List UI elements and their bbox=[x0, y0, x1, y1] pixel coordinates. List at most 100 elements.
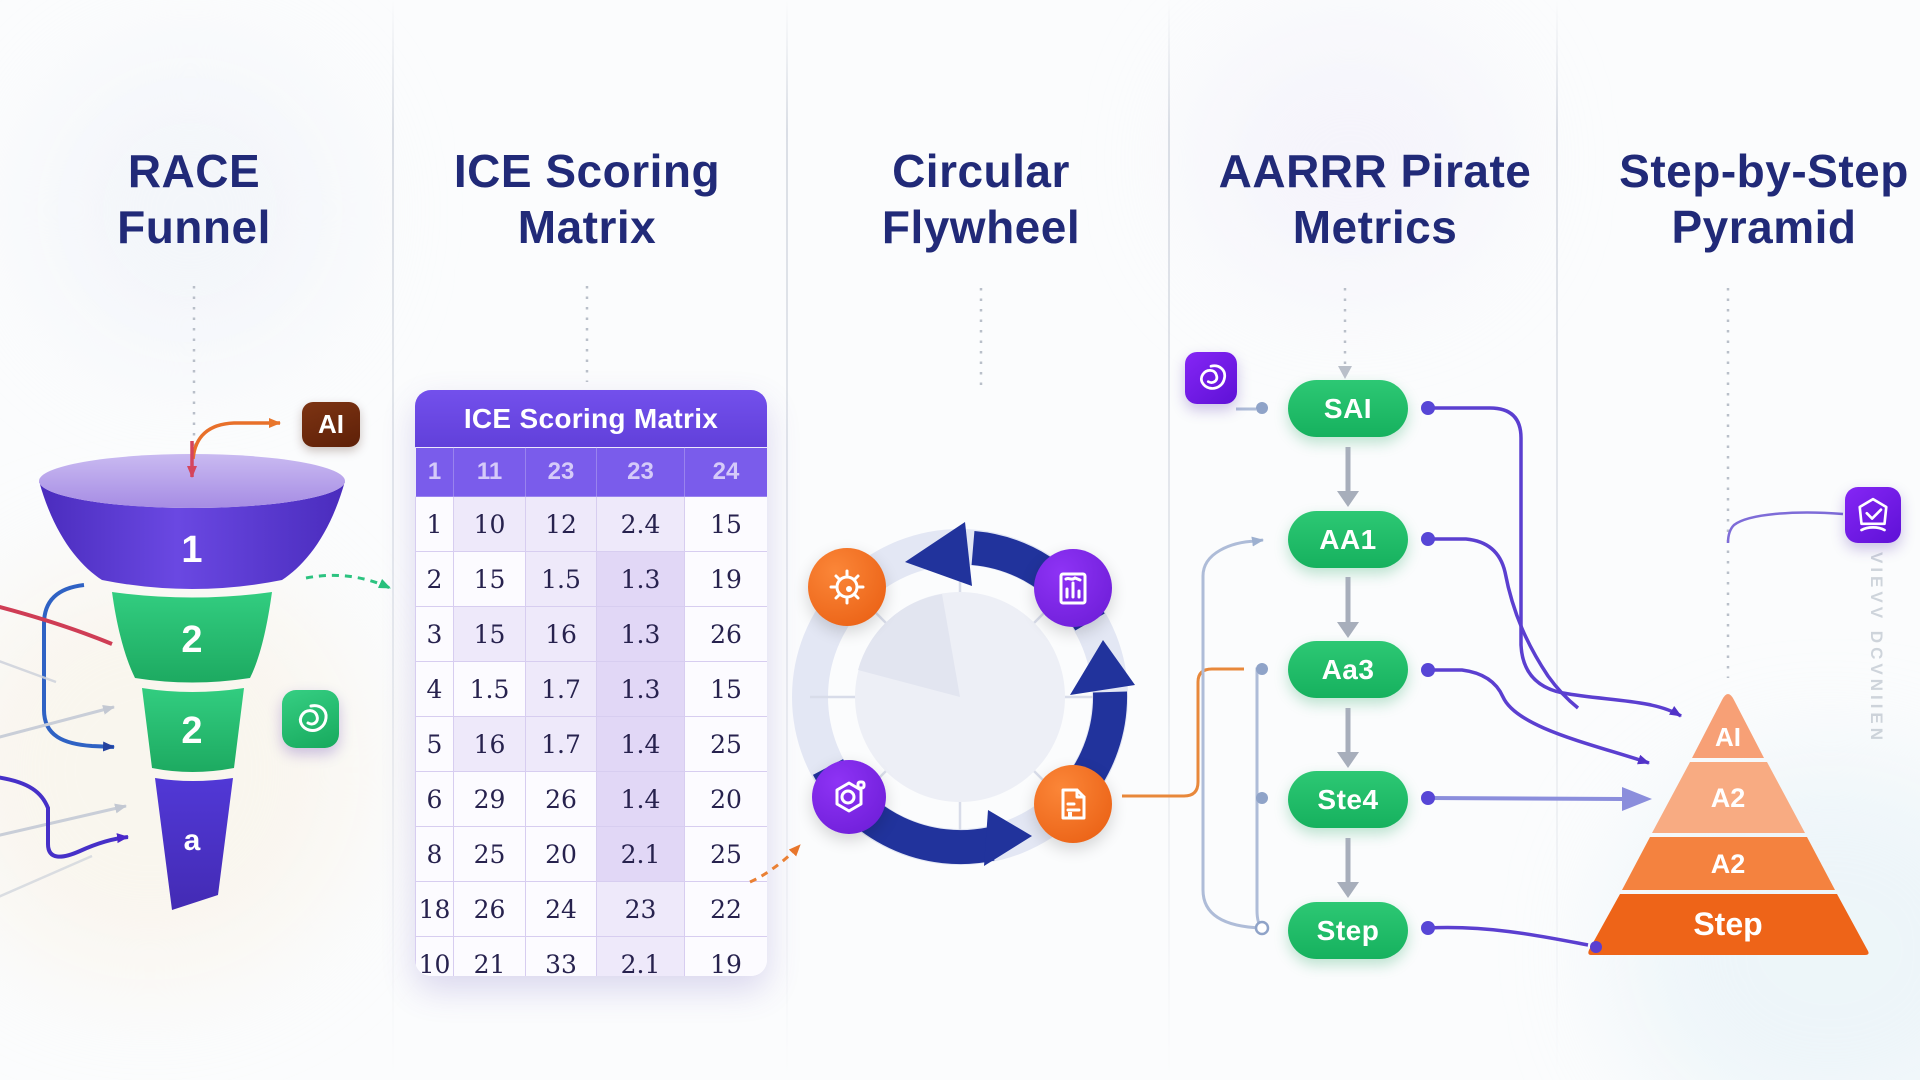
funnel-stage-label: 2 bbox=[181, 619, 202, 661]
ice-header-cell: 1 bbox=[415, 447, 454, 497]
steel-dot bbox=[1256, 792, 1268, 804]
ice-cell: 1 bbox=[415, 496, 454, 552]
aarrr-pill: Aa3 bbox=[1288, 641, 1408, 698]
violet-dot bbox=[1421, 663, 1435, 677]
funnel-stage-label: 2 bbox=[181, 710, 202, 752]
ice-cell: 16 bbox=[453, 716, 526, 772]
ice-header-cell: 23 bbox=[596, 447, 685, 497]
ice-header-cell: 23 bbox=[525, 447, 597, 497]
title-line: Flywheel bbox=[881, 201, 1081, 254]
swirl-icon bbox=[298, 704, 328, 732]
ice-cell: 6 bbox=[415, 771, 454, 827]
ice-cell: 1.3 bbox=[596, 551, 685, 607]
ice-table-title: ICE Scoring Matrix bbox=[415, 390, 767, 447]
ice-cell: 1.4 bbox=[596, 771, 685, 827]
ice-cell: 33 bbox=[525, 936, 597, 976]
ice-cell: 2.1 bbox=[596, 826, 685, 882]
title-line: ICE Scoring bbox=[453, 145, 721, 197]
aarrr-badge bbox=[1185, 352, 1237, 404]
building-chart-icon bbox=[1034, 549, 1112, 627]
hexagon-gear-icon bbox=[812, 760, 886, 834]
ice-cell: 1.4 bbox=[596, 716, 685, 772]
steel-dot bbox=[1256, 663, 1268, 675]
pyramid-tier-label: Step bbox=[1693, 906, 1762, 942]
pyramid-tier-1 bbox=[1692, 694, 1764, 758]
column-divider bbox=[392, 0, 394, 1080]
document-icon bbox=[1034, 765, 1112, 843]
funnel-stage-label: 1 bbox=[181, 529, 202, 571]
bg-blob bbox=[40, 60, 340, 360]
ice-cell: 29 bbox=[453, 771, 526, 827]
title-line: RACE bbox=[127, 145, 261, 197]
violet-dot bbox=[1421, 791, 1435, 805]
ice-cell: 15 bbox=[684, 496, 767, 552]
title-race-funnel: RACE Funnel bbox=[0, 143, 404, 255]
ice-cell: 10 bbox=[453, 496, 526, 552]
pyramid-tier-2 bbox=[1652, 762, 1805, 833]
title-line: Circular bbox=[892, 145, 1070, 197]
ice-cell: 20 bbox=[525, 826, 597, 882]
ice-cell: 23 bbox=[596, 881, 685, 937]
title-line: Matrix bbox=[517, 201, 657, 254]
badge-connector bbox=[1726, 511, 1844, 544]
steel-dot bbox=[1256, 402, 1268, 414]
ice-cell: 15 bbox=[684, 661, 767, 717]
title-line: Pyramid bbox=[1671, 201, 1857, 254]
pyramid-tier-label: AI bbox=[1715, 722, 1741, 752]
ice-cell: 1.5 bbox=[453, 661, 526, 717]
vertical-watermark: VIEVV DCVNIIEN bbox=[1867, 552, 1886, 745]
ai-badge: AI bbox=[302, 402, 360, 447]
ice-cell: 3 bbox=[415, 606, 454, 662]
ice-cell: 1.7 bbox=[525, 661, 597, 717]
title-line: AARRR Pirate bbox=[1218, 145, 1532, 197]
shield-check-badge bbox=[1845, 487, 1901, 543]
ice-cell: 2.4 bbox=[596, 496, 685, 552]
ice-cell: 25 bbox=[684, 716, 767, 772]
flywheel-hub-wedge bbox=[858, 594, 960, 697]
ice-cell: 10 bbox=[415, 936, 454, 976]
pyramid-tier-3 bbox=[1622, 837, 1835, 890]
ice-cell: 16 bbox=[525, 606, 597, 662]
bg-blob bbox=[1200, 30, 1500, 290]
title-line: Metrics bbox=[1292, 201, 1458, 254]
aarrr-pill: Step bbox=[1288, 902, 1408, 959]
title-circular-flywheel: Circular Flywheel bbox=[771, 143, 1191, 255]
title-aarrr-metrics: AARRR Pirate Metrics bbox=[1165, 143, 1585, 255]
swirl-icon bbox=[1200, 364, 1227, 390]
column-divider bbox=[1168, 0, 1170, 1080]
ice-cell: 19 bbox=[684, 551, 767, 607]
title-step-pyramid: Step-by-Step Pyramid bbox=[1554, 143, 1920, 255]
ice-cell: 8 bbox=[415, 826, 454, 882]
ice-cell: 15 bbox=[453, 606, 526, 662]
ice-header-cell: 24 bbox=[684, 447, 767, 497]
flywheel-arrowheads bbox=[905, 522, 1135, 866]
violet-dot bbox=[1421, 532, 1435, 546]
ice-cell: 1.3 bbox=[596, 661, 685, 717]
ice-cell: 22 bbox=[684, 881, 767, 937]
ice-cell: 24 bbox=[525, 881, 597, 937]
chatgpt-badge bbox=[282, 690, 339, 748]
ice-cell: 15 bbox=[453, 551, 526, 607]
pyramid-tier-label: A2 bbox=[1711, 783, 1746, 813]
ice-cell: 19 bbox=[684, 936, 767, 976]
sun-icon bbox=[808, 548, 886, 626]
steel-open-dot bbox=[1254, 920, 1270, 936]
violet-dot bbox=[1421, 401, 1435, 415]
steel-connectors bbox=[1201, 407, 1266, 930]
ice-header-cell: 11 bbox=[453, 447, 526, 497]
funnel-stage-label: a bbox=[184, 824, 201, 857]
ice-cell: 25 bbox=[684, 826, 767, 882]
ice-cell: 2.1 bbox=[596, 936, 685, 976]
pyramid-diagram: AI A2 A2 Step bbox=[1588, 694, 1869, 955]
title-line: Step-by-Step bbox=[1619, 145, 1909, 197]
